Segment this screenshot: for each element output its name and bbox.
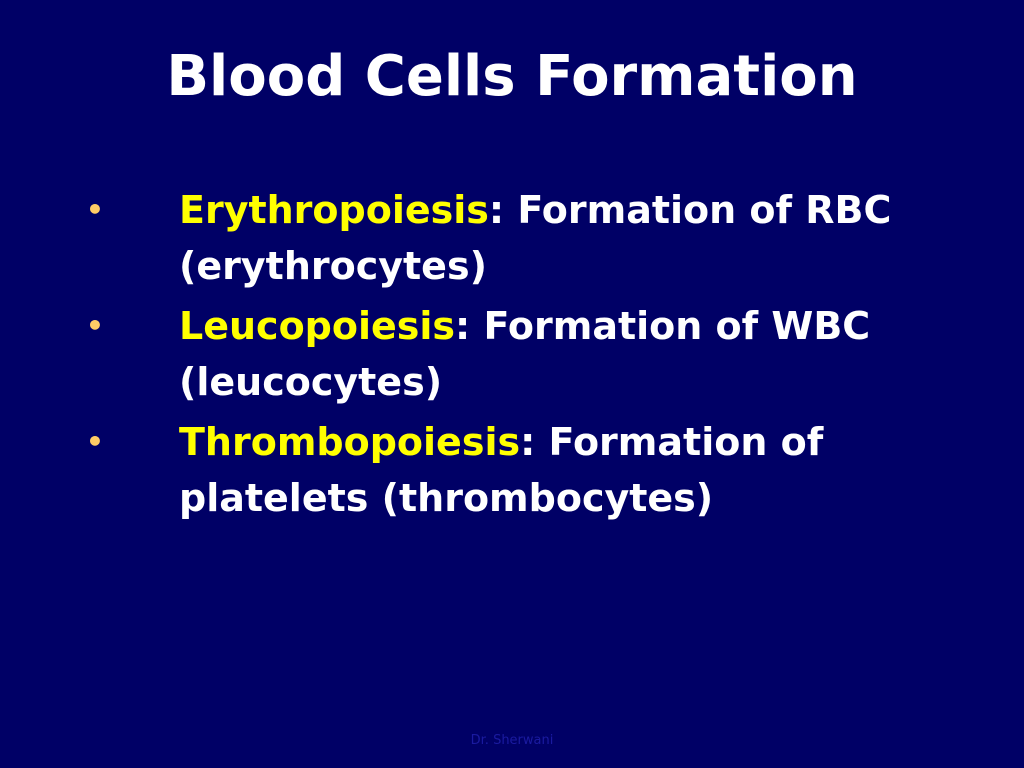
- slide-footer: Dr. Sherwani: [470, 733, 554, 748]
- bullet-item-erythropoiesis: • Erythropoiesis: Formation of RBC (eryt…: [0, 182, 1024, 294]
- bullet-text: Formation of WBC (leucocytes): [179, 304, 871, 404]
- bullet-term: Thrombopoiesis: [179, 420, 521, 464]
- bullet-separator: :: [488, 188, 505, 232]
- bullet-dot-icon: •: [86, 309, 104, 342]
- bullet-text: Formation of RBC (erythrocytes): [179, 188, 892, 288]
- bullet-item-thrombopoiesis: • Thrombopoiesis: Formation of platelets…: [0, 414, 1024, 526]
- bullet-list: • Erythropoiesis: Formation of RBC (eryt…: [0, 182, 1024, 530]
- bullet-separator: :: [455, 304, 471, 348]
- bullet-separator: :: [520, 420, 536, 464]
- bullet-text: Formation of platelets (thrombocytes): [179, 420, 824, 520]
- bullet-term: Erythropoiesis: [179, 188, 489, 232]
- bullet-term: Leucopoiesis: [179, 304, 456, 348]
- bullet-dot-icon: •: [86, 193, 104, 226]
- slide-title: Blood Cells Formation: [166, 44, 858, 109]
- bullet-item-leucopoiesis: • Leucopoiesis: Formation of WBC (leucoc…: [0, 298, 1024, 410]
- bullet-dot-icon: •: [86, 425, 104, 458]
